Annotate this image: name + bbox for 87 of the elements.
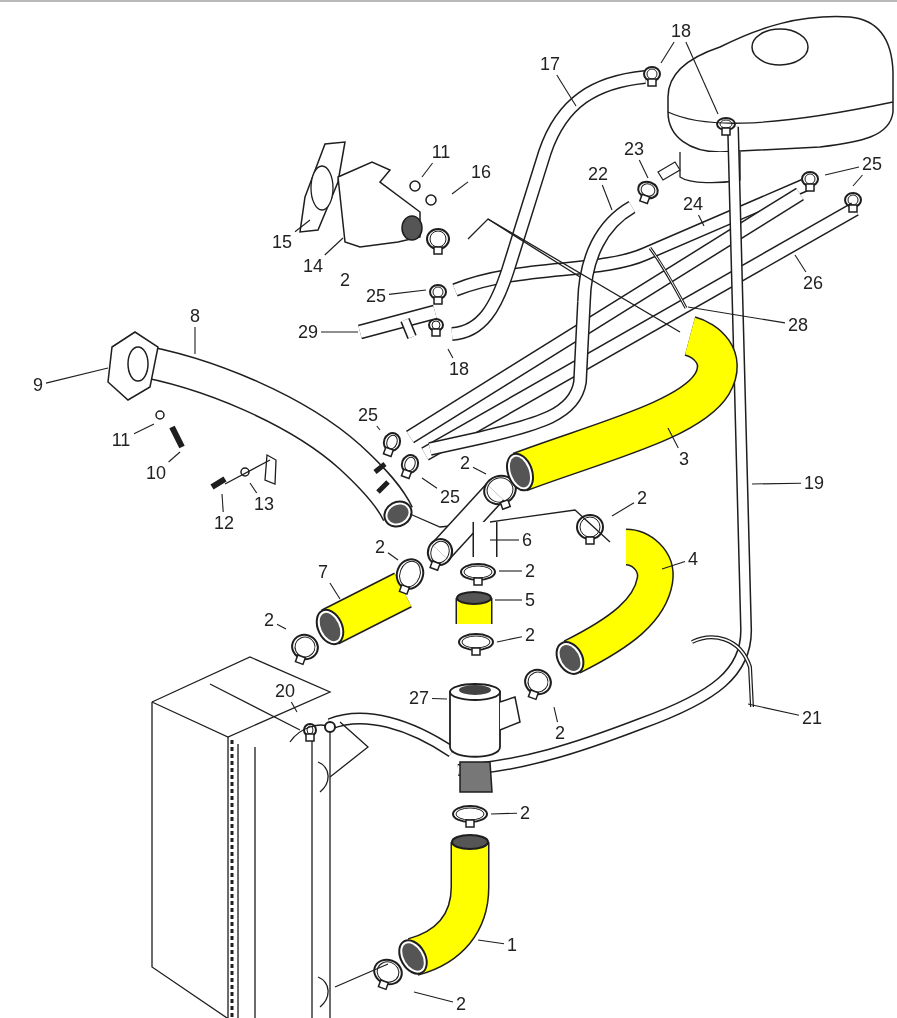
leader-line — [667, 427, 679, 449]
callout-number: 19 — [802, 473, 826, 493]
leader-line — [494, 599, 523, 601]
leader-line — [611, 502, 635, 517]
leader-line — [472, 466, 487, 475]
callout-number: 22 — [586, 164, 610, 184]
leader-line — [451, 181, 469, 195]
callout-number: 24 — [681, 194, 705, 214]
callout-number: 13 — [252, 494, 276, 514]
leader-line — [685, 41, 719, 115]
leader-line — [687, 306, 786, 324]
leader-line — [431, 697, 448, 700]
callout-number: 16 — [469, 162, 493, 182]
callout-number: 25 — [860, 154, 884, 174]
leader-line — [553, 706, 559, 723]
callout-number: 21 — [800, 708, 824, 728]
leader-line — [324, 237, 344, 256]
callout-number: 17 — [538, 54, 562, 74]
callout-number: 6 — [520, 530, 534, 550]
leader-line — [294, 219, 311, 233]
callout-number: 2 — [553, 723, 567, 743]
callout-number: 12 — [212, 513, 236, 533]
leader-line — [133, 423, 155, 435]
callout-number: 11 — [429, 142, 453, 162]
callout-number: 20 — [273, 681, 297, 701]
leader-line — [320, 331, 359, 333]
callout-number: 28 — [786, 315, 810, 335]
leader-line — [221, 493, 224, 513]
leader-line — [556, 74, 577, 107]
leader-line — [496, 636, 523, 643]
callout-number: 18 — [669, 21, 693, 41]
callout-number: 8 — [188, 306, 202, 326]
leader-line — [697, 214, 705, 227]
callout-number: 7 — [316, 562, 330, 582]
leader-line — [498, 570, 523, 572]
callout-number: 14 — [301, 256, 325, 276]
leader-line — [329, 582, 341, 600]
leader-line — [413, 991, 454, 1003]
callout-number: 2 — [635, 488, 649, 508]
leader-line — [489, 539, 520, 541]
leader-line — [601, 184, 613, 211]
leader-line — [388, 289, 427, 295]
callout-number: 3 — [677, 449, 691, 469]
leader-line — [290, 701, 298, 713]
leader-line — [747, 703, 800, 716]
callout-number: 27 — [407, 688, 431, 708]
leader-line — [447, 348, 454, 359]
callout-number: 2 — [339, 270, 351, 290]
callout-number: 26 — [801, 273, 825, 293]
leader-line — [376, 425, 381, 431]
leader-line — [421, 477, 438, 489]
callout-number: 2 — [523, 561, 537, 581]
callout-number: 25 — [438, 487, 462, 507]
callout-number: 2 — [373, 537, 387, 557]
leader-line — [490, 812, 518, 815]
leader-line — [852, 174, 864, 187]
leader-line — [194, 326, 196, 355]
leader-line — [249, 482, 258, 494]
callout-number: 23 — [622, 139, 646, 159]
callout-number: 2 — [458, 453, 472, 473]
callout-number: 2 — [454, 994, 468, 1014]
leader-line — [276, 623, 287, 630]
callout-number: 25 — [364, 286, 388, 306]
callout-number: 11 — [109, 430, 133, 450]
leader-line — [660, 41, 675, 64]
leader-line — [794, 254, 807, 273]
callout-number: 15 — [270, 232, 294, 252]
callout-number: 18 — [447, 359, 471, 379]
leader-line — [421, 162, 434, 178]
leader-line — [661, 561, 686, 570]
callout-number: 9 — [31, 375, 45, 395]
leader-line — [751, 482, 802, 485]
callout-number: 29 — [296, 322, 320, 342]
leader-line — [168, 451, 181, 463]
leader-line — [824, 166, 860, 176]
callout-number: 2 — [262, 610, 276, 630]
leader-line — [45, 367, 109, 384]
callout-number: 25 — [356, 405, 380, 425]
leader-line — [387, 552, 399, 561]
callout-number: 10 — [144, 463, 168, 483]
leader-line — [477, 939, 505, 945]
callout-number: 4 — [686, 549, 700, 569]
callout-number: 2 — [518, 803, 532, 823]
callout-number: 1 — [505, 935, 519, 955]
callout-number: 5 — [523, 590, 537, 610]
leader-line — [638, 159, 649, 179]
callout-number: 2 — [523, 625, 537, 645]
